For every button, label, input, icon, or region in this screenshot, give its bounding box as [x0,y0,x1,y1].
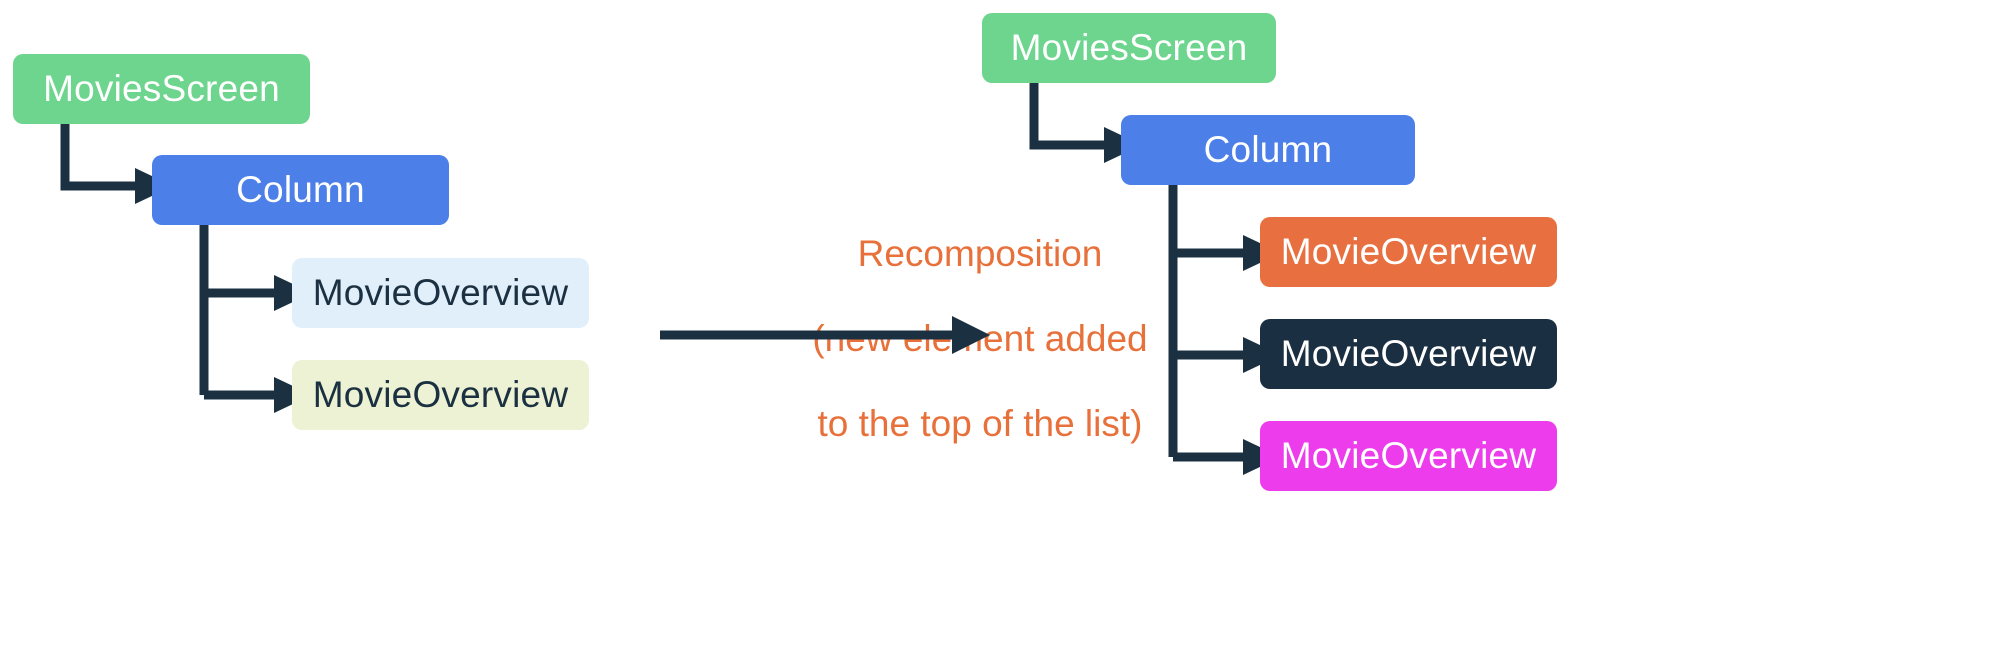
transition-label-line-1: Recomposition [857,232,1103,274]
node-after-column: Column [1121,115,1415,185]
node-after-moviesscreen: MoviesScreen [982,13,1276,83]
transition-arrow [660,310,990,360]
node-label: Column [236,168,365,210]
node-label: MoviesScreen [1010,26,1248,68]
node-before-moviesscreen: MoviesScreen [13,54,310,124]
transition-label-line-3: to the top of the list) [817,402,1143,444]
node-after-movieoverview-1: MovieOverview [1260,217,1557,287]
node-before-movieoverview-1: MovieOverview [292,258,589,328]
node-before-column: Column [152,155,449,225]
node-label: MovieOverview [1280,230,1537,272]
node-label: Column [1203,128,1333,170]
node-label: MovieOverview [1280,332,1537,374]
node-label: MovieOverview [1280,434,1537,476]
node-label: MovieOverview [312,373,569,415]
node-after-movieoverview-3: MovieOverview [1260,421,1557,491]
node-after-movieoverview-2: MovieOverview [1260,319,1557,389]
node-label: MoviesScreen [43,67,280,109]
node-before-movieoverview-2: MovieOverview [292,360,589,430]
node-label: MovieOverview [312,271,569,313]
